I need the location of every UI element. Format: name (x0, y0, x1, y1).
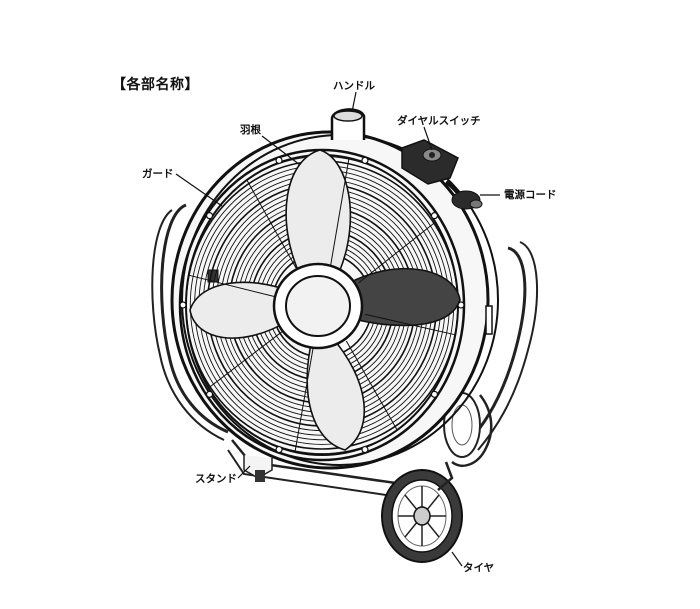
guard-wire (208, 328, 286, 389)
label-blade: 羽根 (240, 124, 261, 136)
blade-bottom (306, 334, 365, 451)
guard-bolt (205, 212, 214, 220)
stand-foot-pad (255, 470, 265, 482)
guard-wire (294, 347, 314, 453)
guard-bolt (275, 445, 283, 454)
diagram-heading: 【各部名称】 (112, 77, 199, 93)
guard-bolt (275, 156, 283, 165)
guard-wire (188, 274, 279, 299)
blade-left (189, 281, 293, 339)
label-handle: ハンドル (333, 80, 375, 92)
label-stand: スタンド (195, 473, 237, 485)
guard-wire (358, 221, 436, 284)
label-guard: ガード (142, 168, 174, 180)
guard-bolt (430, 390, 439, 398)
guard-wire (345, 340, 398, 431)
label-power-cord: 電源コード (504, 189, 557, 201)
guard-bolt (205, 390, 214, 398)
guard-bolt (361, 156, 369, 165)
blade-right (344, 267, 461, 327)
guard-bolt (179, 301, 187, 309)
hub (285, 275, 351, 337)
guard-bolt (361, 445, 369, 454)
guard-wire (365, 313, 456, 336)
guard-wire (246, 179, 299, 272)
dial-switch (401, 139, 459, 185)
label-dial-switch: ダイヤルスイッチ (397, 115, 481, 127)
guard-bolt (430, 212, 439, 220)
guard-wire (330, 157, 350, 265)
label-tire: タイヤ (463, 562, 495, 574)
